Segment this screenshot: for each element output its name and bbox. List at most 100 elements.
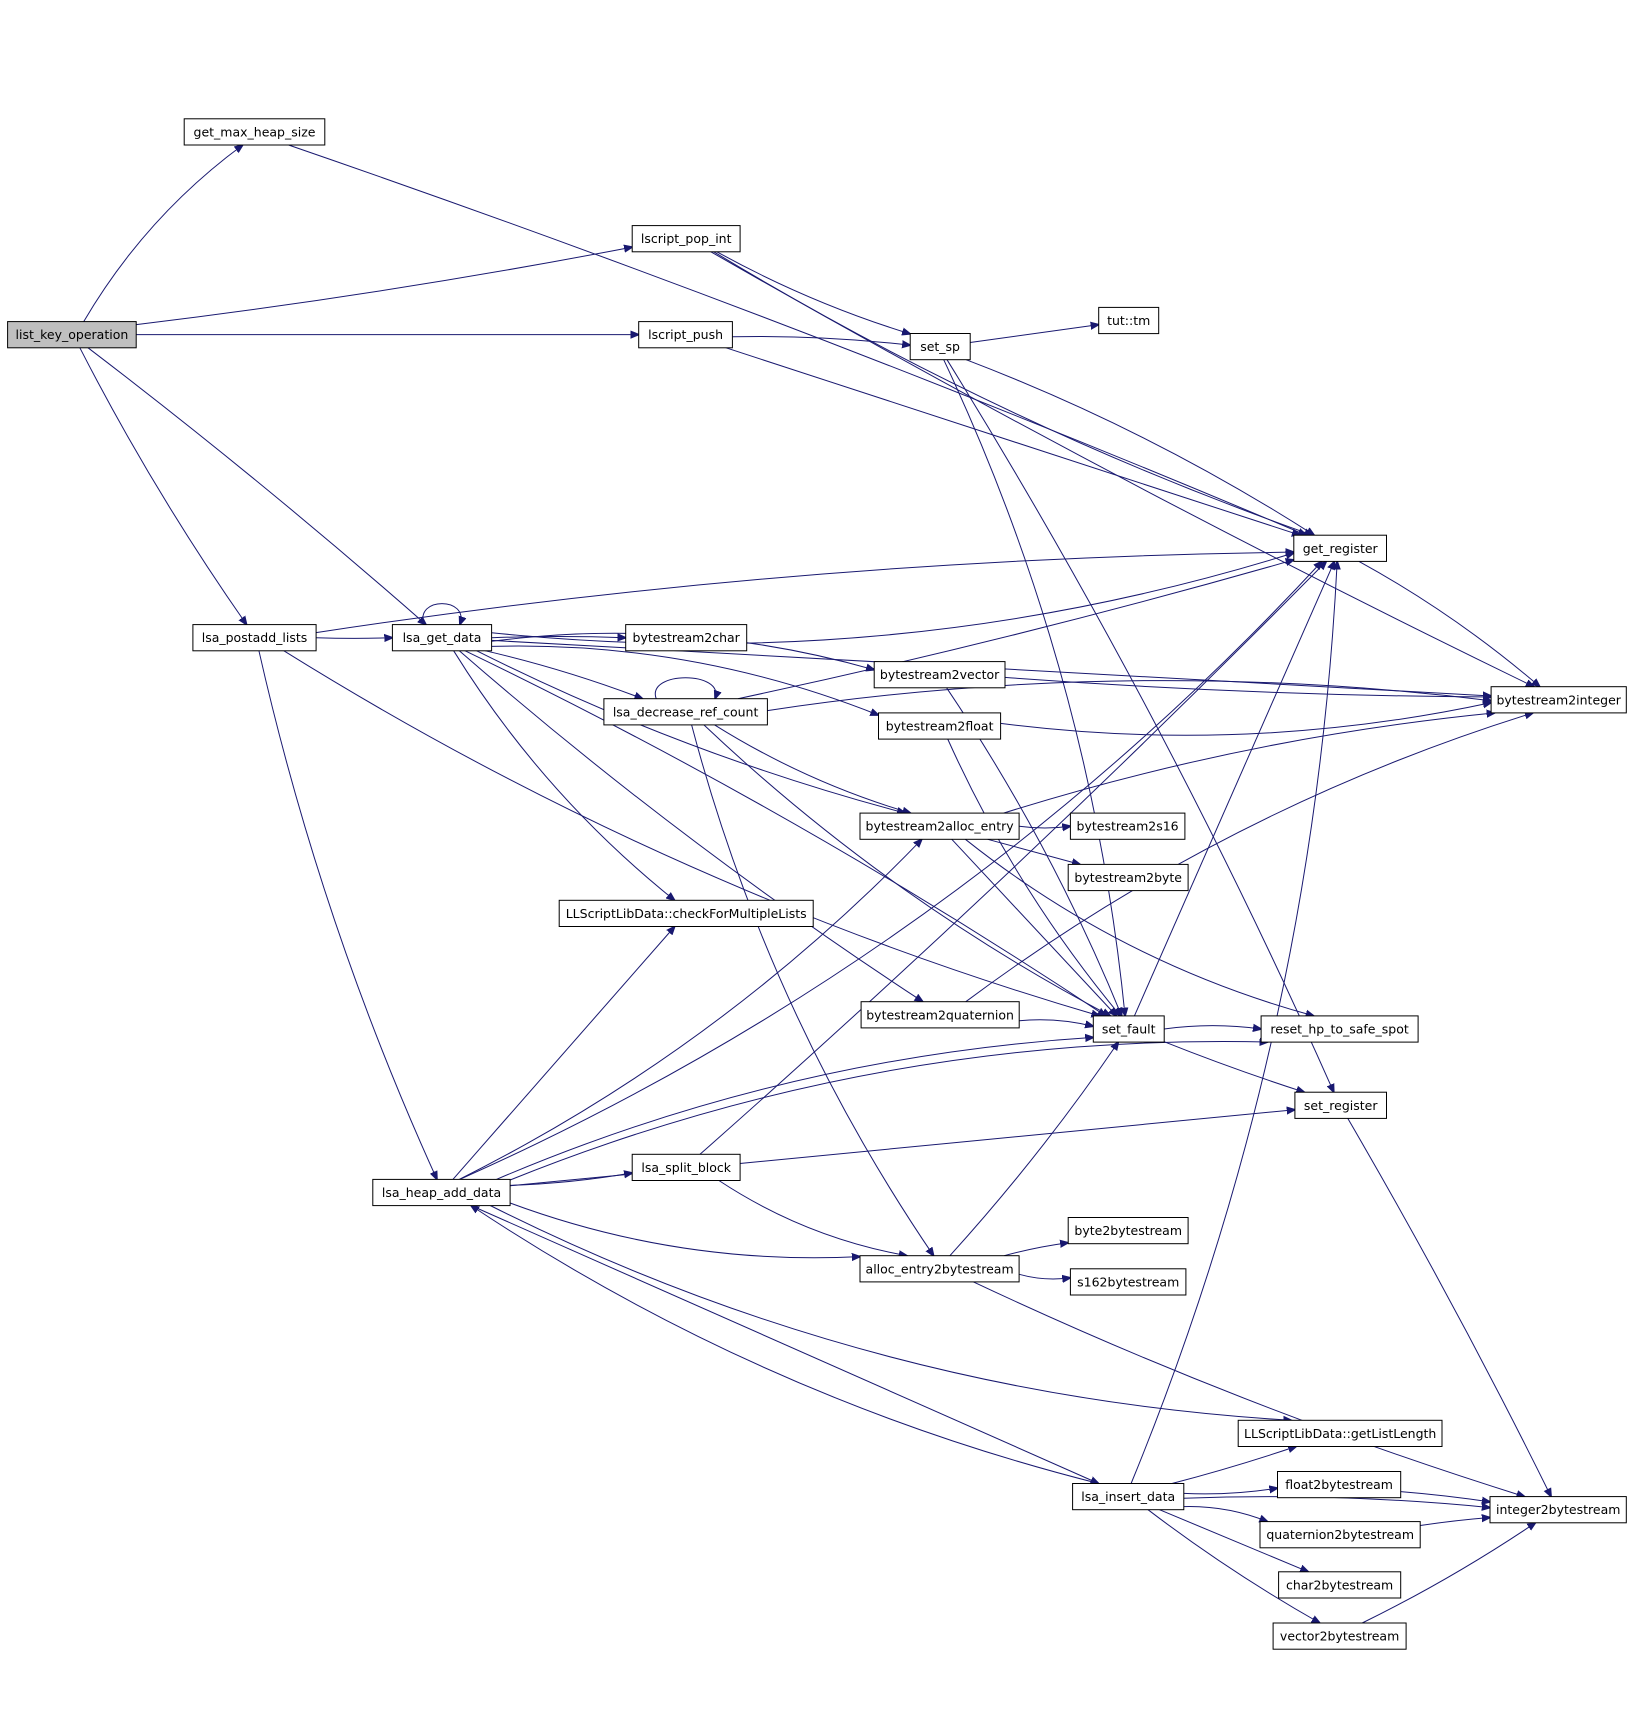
edge-bytestream2alloc_entry-to-bytestream2byte <box>987 838 1080 864</box>
node-byte2bytestream[interactable]: byte2bytestream <box>1067 1217 1189 1245</box>
node-bytestream2float[interactable]: bytestream2float <box>878 712 1002 740</box>
edge-lsa_get_data-to-checkForMultipleLists <box>453 650 675 901</box>
node-label: quaternion2bytestream <box>1266 1527 1414 1542</box>
node-box <box>192 624 317 652</box>
node-box <box>1069 812 1186 840</box>
edge-lsa_get_data-to-set_fault <box>464 650 1106 1016</box>
edge-lsa_get_data-to-bytestream2alloc_entry <box>476 650 906 813</box>
edge-lsa_decrease_ref_count-to-bytestream2integer <box>767 680 1491 712</box>
edge-set_fault-to-set_register <box>1163 1041 1304 1093</box>
node-alloc_entry2bytestream[interactable]: alloc_entry2bytestream <box>859 1255 1020 1283</box>
node-tut_tm[interactable]: tut::tm <box>1098 306 1160 335</box>
node-reset_hp_to_safe_spot[interactable]: reset_hp_to_safe_spot <box>1260 1015 1419 1043</box>
node-s162bytestream[interactable]: s162bytestream <box>1069 1268 1187 1296</box>
node-get_max_heap_size[interactable]: get_max_heap_size <box>183 118 326 146</box>
node-bytestream2quaternion[interactable]: bytestream2quaternion <box>860 1001 1020 1029</box>
node-box <box>638 321 733 349</box>
node-label: bytestream2float <box>886 718 994 733</box>
node-bytestream2byte[interactable]: bytestream2byte <box>1067 863 1189 892</box>
edge-bytestream2quaternion-to-bytestream2integer <box>965 713 1533 1003</box>
node-integer2bytestream[interactable]: integer2bytestream <box>1489 1496 1627 1524</box>
node-lscript_push[interactable]: lscript_push <box>638 321 733 349</box>
edge-set_sp-to-set_register <box>946 359 1334 1092</box>
edge-alloc_entry2bytestream-to-integer2bytestream <box>972 1281 1524 1497</box>
edge-lsa_postadd_lists-to-lsa_get_data <box>316 638 392 639</box>
node-get_register[interactable]: get_register <box>1293 534 1388 562</box>
edge-lsa_get_data-to-get_register <box>491 553 1294 645</box>
edge-lsa_decrease_ref_count-to-get_register <box>737 560 1294 700</box>
node-lsa_insert_data[interactable]: lsa_insert_data <box>1072 1483 1185 1511</box>
node-bytestream2alloc_entry[interactable]: bytestream2alloc_entry <box>859 812 1020 840</box>
node-box <box>859 812 1020 840</box>
node-box <box>558 899 814 927</box>
node-vector2bytestream[interactable]: vector2bytestream <box>1272 1622 1407 1650</box>
node-box <box>1069 1268 1187 1296</box>
node-bytestream2integer[interactable]: bytestream2integer <box>1490 686 1627 714</box>
node-box <box>1259 1521 1421 1549</box>
edge-lsa_postadd_lists-to-get_register <box>316 552 1294 634</box>
edge-lsa_postadd_lists-to-set_fault <box>283 650 1100 1016</box>
node-label: reset_hp_to_safe_spot <box>1270 1022 1408 1037</box>
node-char2bytestream[interactable]: char2bytestream <box>1278 1571 1402 1599</box>
edge-bytestream2vector-to-bytestream2integer <box>1004 676 1491 697</box>
node-label: set_fault <box>1102 1022 1156 1037</box>
edge-bytestream2alloc_entry-to-bytestream2integer <box>1003 713 1495 814</box>
node-label: vector2bytestream <box>1280 1629 1399 1644</box>
node-box <box>860 1001 1020 1029</box>
node-box <box>909 333 971 361</box>
node-bytestream2s16[interactable]: bytestream2s16 <box>1069 812 1186 840</box>
node-bytestream2vector[interactable]: bytestream2vector <box>873 661 1006 689</box>
node-box <box>1237 1419 1443 1448</box>
edge-bytestream2alloc_entry-to-set_fault <box>951 838 1117 1016</box>
node-box <box>1278 1571 1402 1599</box>
node-box <box>372 1178 511 1207</box>
node-label: tut::tm <box>1107 313 1150 328</box>
node-label: bytestream2quaternion <box>866 1007 1014 1022</box>
node-box <box>183 118 326 146</box>
node-label: lsa_decrease_ref_count <box>613 704 759 719</box>
edge-lsa_decrease_ref_count-to-set_fault <box>703 724 1111 1016</box>
node-label: float2bytestream <box>1285 1477 1393 1492</box>
node-label: lsa_get_data <box>403 630 482 645</box>
node-box <box>1098 306 1160 335</box>
node-layer: list_key_operation get_max_heap_sizelscri… <box>7 118 1627 1650</box>
edge-lsa_heap_add_data-to-getListLength <box>489 1205 1291 1421</box>
node-box <box>1092 1015 1165 1043</box>
edge-lsa_postadd_lists-to-lsa_heap_add_data <box>258 650 437 1180</box>
node-float2bytestream[interactable]: float2bytestream <box>1277 1471 1402 1499</box>
edge-lsa_insert_data-to-vector2bytestream <box>1147 1509 1320 1623</box>
node-box <box>603 698 768 726</box>
edge-lsa_insert_data-to-quaternion2bytestream <box>1183 1506 1268 1522</box>
node-set_register[interactable]: set_register <box>1294 1091 1388 1119</box>
node-label: lscript_push <box>648 327 723 342</box>
edge-bytestream2alloc_entry-to-bytestream2s16 <box>1019 826 1070 828</box>
node-box <box>1260 1015 1419 1043</box>
edge-lsa_get_data-to-bytestream2char <box>491 637 626 638</box>
edge-lsa_get_data-to-bytestream2float <box>491 645 879 715</box>
edge-alloc_entry2bytestream-to-byte2bytestream <box>1004 1243 1068 1257</box>
node-box <box>873 661 1006 689</box>
node-list_key_operation[interactable]: list_key_operation <box>7 321 137 349</box>
node-getListLength[interactable]: LLScriptLibData::getListLength <box>1237 1419 1443 1448</box>
node-lsa_heap_add_data[interactable]: lsa_heap_add_data <box>372 1178 511 1207</box>
node-label: bytestream2vector <box>880 667 1000 682</box>
node-box <box>1067 1217 1189 1245</box>
node-label: lsa_split_block <box>641 1160 731 1175</box>
edge-lsa_decrease_ref_count-to-alloc_entry2bytestream <box>691 724 934 1256</box>
node-checkForMultipleLists[interactable]: LLScriptLibData::checkForMultipleLists <box>558 899 814 927</box>
node-quaternion2bytestream[interactable]: quaternion2bytestream <box>1259 1521 1421 1549</box>
node-lsa_get_data[interactable]: lsa_get_data <box>391 624 493 652</box>
node-set_fault[interactable]: set_fault <box>1092 1015 1165 1043</box>
node-lsa_split_block[interactable]: lsa_split_block <box>631 1153 741 1182</box>
node-box <box>625 624 748 652</box>
node-bytestream2char[interactable]: bytestream2char <box>625 624 748 652</box>
node-label: set_sp <box>920 339 960 354</box>
node-lsa_postadd_lists[interactable]: lsa_postadd_lists <box>192 624 317 652</box>
edge-set_fault-to-get_register <box>1133 561 1334 1017</box>
node-lsa_decrease_ref_count[interactable]: lsa_decrease_ref_count <box>603 698 768 726</box>
node-label: bytestream2s16 <box>1077 819 1179 834</box>
node-set_sp[interactable]: set_sp <box>909 333 971 361</box>
node-lscript_pop_int[interactable]: lscript_pop_int <box>631 225 741 253</box>
edge-set_sp-to-set_fault <box>943 359 1125 1016</box>
node-box <box>1067 863 1189 892</box>
